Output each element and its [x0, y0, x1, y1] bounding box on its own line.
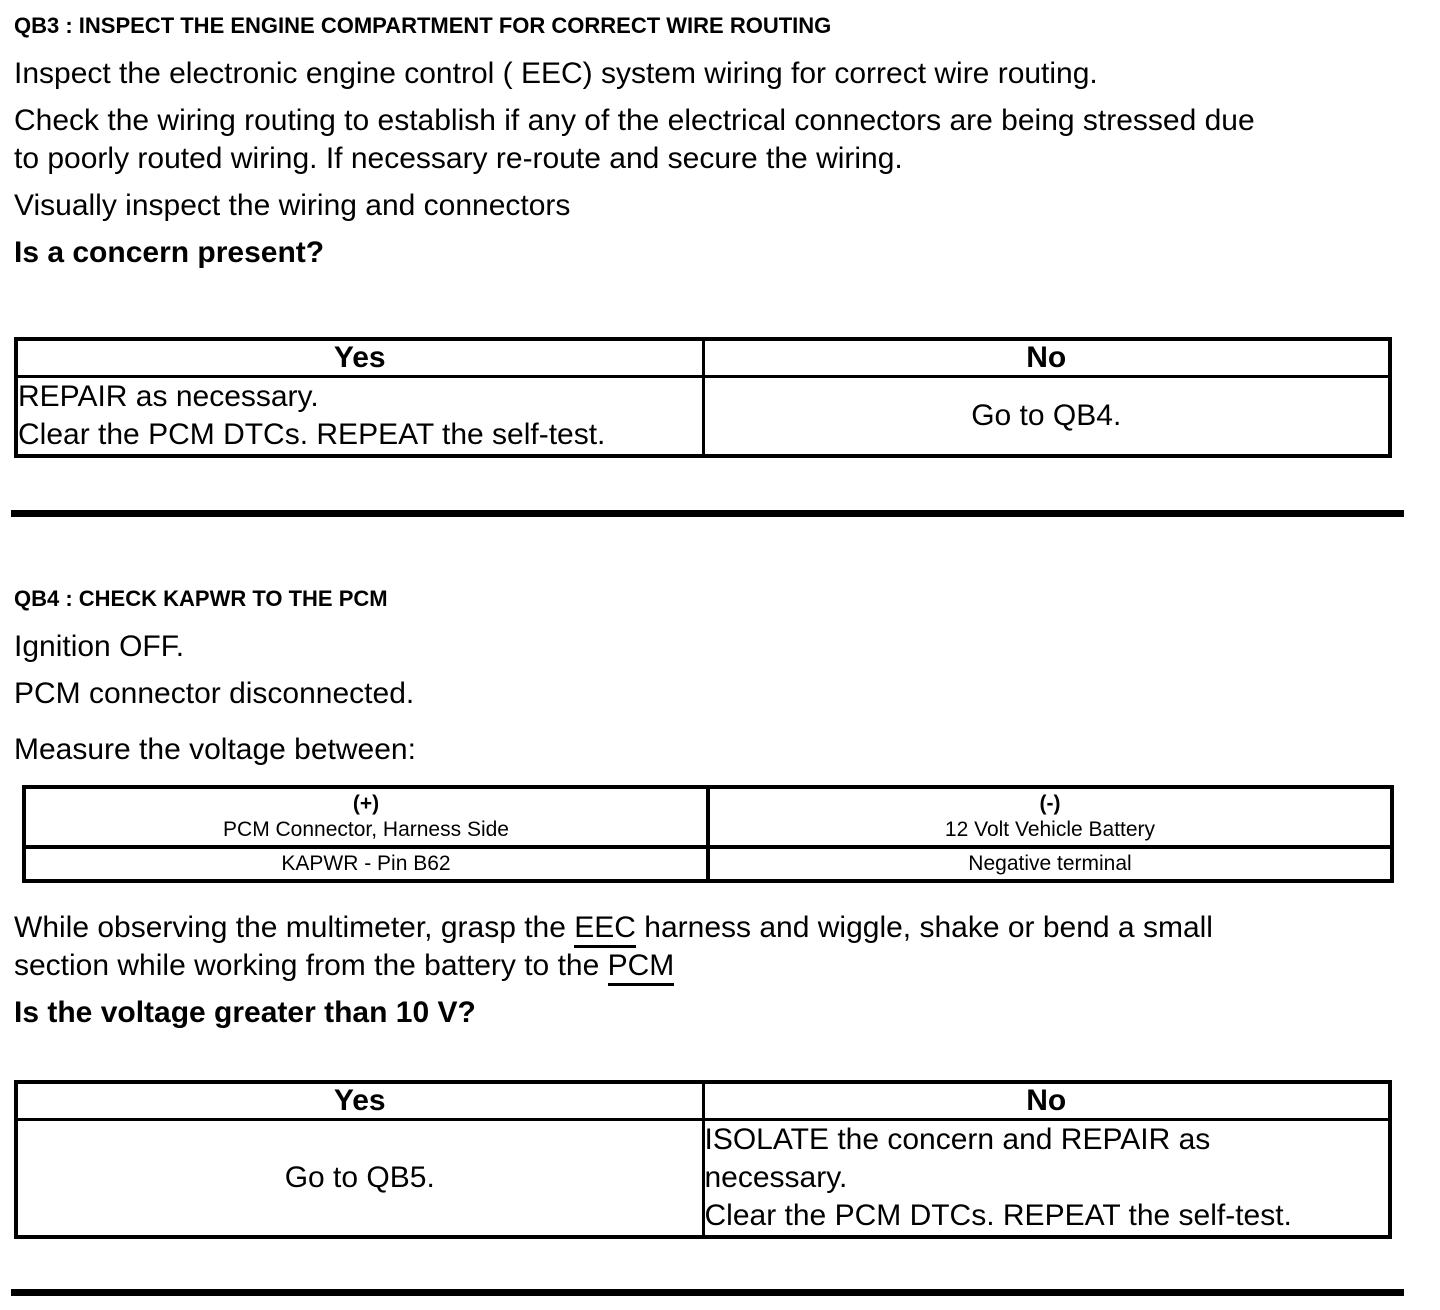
section-qb3: QB3 : INSPECT THE ENGINE COMPARTMENT FOR… — [11, 12, 1404, 517]
qb4-negative-label: 12 Volt Vehicle Battery — [944, 818, 1156, 841]
qb3-instruction-2-line-2: to poorly routed wiring. If necessary re… — [14, 142, 903, 175]
qb4-no-action-line-2: necessary. — [704, 1161, 848, 1194]
qb4-wiggle-line-1: While observing the multimeter, grasp th… — [14, 909, 1404, 948]
qb3-decision-header-row: Yes No — [14, 337, 1392, 378]
qb3-no-header-cell: No — [701, 337, 1392, 378]
qb3-instruction-1: Inspect the electronic engine control ( … — [14, 55, 1404, 93]
qb4-measurement-table: (+) PCM Connector, Harness Side (-) 12 V… — [22, 785, 1394, 883]
qb4-measurement-header-row: (+) PCM Connector, Harness Side (-) 12 V… — [22, 785, 1394, 849]
qb4-decision-header-row: Yes No — [14, 1080, 1392, 1121]
qb4-wiggle-line-1-tail: harness and wiggle, shake or bend a smal… — [635, 911, 1213, 944]
qb4-decision-table: Yes No Go to QB5. ISOLATE the concern an… — [14, 1080, 1392, 1239]
qb3-instruction-1-line-1: Inspect the electronic engine control ( … — [14, 57, 1098, 90]
qb3-instruction-3-line-1: Visually inspect the wiring and connecto… — [14, 189, 571, 222]
qb3-instruction-3: Visually inspect the wiring and connecto… — [14, 187, 1404, 225]
qb4-positive-label: PCM Connector, Harness Side — [223, 818, 509, 841]
qb4-wiggle-line-2: section while working from the battery t… — [14, 947, 1404, 986]
qb4-wiggle-line-1-text: While observing the multimeter, grasp th… — [14, 911, 575, 944]
qb4-yes-action-cell: Go to QB5. — [14, 1118, 705, 1239]
qb3-instruction-2-line-1: Check the wiring routing to establish if… — [14, 104, 1255, 137]
qb3-yes-action-line-1: REPAIR as necessary. — [18, 380, 319, 413]
qb4-negative-terminal-cell: (-) 12 Volt Vehicle Battery — [706, 785, 1394, 849]
pcm-link[interactable]: PCM — [607, 949, 675, 986]
qb4-step-2: PCM connector disconnected. — [14, 677, 415, 710]
qb4-positive-symbol: (+) — [352, 792, 380, 815]
qb4-question: Is the voltage greater than 10 V? — [14, 996, 476, 1029]
qb4-positive-point-cell: KAPWR - Pin B62 — [22, 845, 710, 883]
qb4-wiggle-line-2-text: section while working from the battery t… — [14, 949, 608, 982]
qb3-instruction-2: Check the wiring routing to establish if… — [14, 102, 1404, 178]
qb4-negative-point-cell: Negative terminal — [706, 845, 1394, 883]
qb4-no-header-cell: No — [701, 1080, 1392, 1121]
qb3-question: Is a concern present? — [14, 236, 325, 269]
qb3-decision-table: Yes No REPAIR as necessary. Clear the PC… — [14, 337, 1392, 458]
qb3-yes-action-line-2: Clear the PCM DTCs. REPEAT the self-test… — [18, 418, 606, 451]
qb4-negative-symbol: (-) — [1039, 792, 1061, 815]
section-end-rule — [11, 1289, 1404, 1296]
qb4-positive-terminal-cell: (+) PCM Connector, Harness Side — [22, 785, 710, 849]
qb4-no-action-cell: ISOLATE the concern and REPAIR as necess… — [701, 1118, 1392, 1239]
qb3-yes-action-cell: REPAIR as necessary. Clear the PCM DTCs.… — [14, 375, 705, 458]
qb4-step-3: Measure the voltage between: — [14, 733, 416, 766]
qb3-no-action-cell: Go to QB4. — [701, 375, 1392, 458]
qb4-decision-body-row: Go to QB5. ISOLATE the concern and REPAI… — [14, 1118, 1392, 1239]
qb4-no-action-line-1: ISOLATE the concern and REPAIR as — [704, 1123, 1211, 1156]
qb4-measurement-point-row: KAPWR - Pin B62 Negative terminal — [22, 845, 1394, 883]
section-qb4: QB4 : CHECK KAPWR TO THE PCM Ignition OF… — [11, 585, 1404, 1296]
eec-link[interactable]: EEC — [574, 911, 636, 948]
qb3-heading: QB3 : INSPECT THE ENGINE COMPARTMENT FOR… — [14, 13, 832, 38]
qb4-step-1: Ignition OFF. — [14, 630, 185, 663]
qb4-heading: QB4 : CHECK KAPWR TO THE PCM — [14, 586, 388, 611]
qb3-decision-body-row: REPAIR as necessary. Clear the PCM DTCs.… — [14, 375, 1392, 458]
qb3-yes-header-cell: Yes — [14, 337, 705, 378]
qb4-wiggle-instruction: While observing the multimeter, grasp th… — [14, 909, 1404, 986]
section-divider-rule — [11, 510, 1404, 517]
qb4-no-action-line-3: Clear the PCM DTCs. REPEAT the self-test… — [704, 1199, 1292, 1232]
qb4-yes-header-cell: Yes — [14, 1080, 705, 1121]
